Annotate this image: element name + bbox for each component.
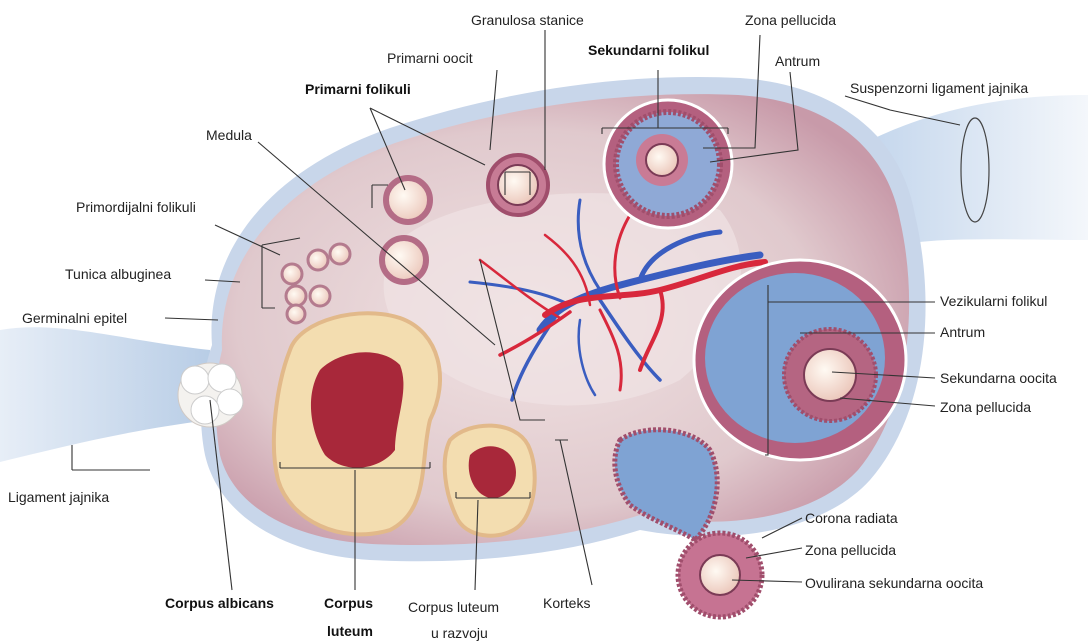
label-tunica-albuginea: Tunica albuginea (65, 266, 171, 282)
label-secondary-follicle: Sekundarni folikul (588, 42, 709, 58)
label-suspensory-ligament: Suspenzorni ligament jajnika (850, 80, 1028, 96)
label-zona-pellucida-right: Zona pellucida (940, 399, 1031, 415)
label-zona-pellucida-bottom: Zona pellucida (805, 542, 896, 558)
label-corpus-luteum-line1: Corpus (324, 595, 373, 611)
label-medulla: Medula (206, 127, 252, 143)
label-vesicular-follicle: Vezikularni folikul (940, 293, 1047, 309)
label-primordial-follicles: Primordijalni folikuli (76, 199, 196, 215)
label-germinal-epithelium: Germinalni epitel (22, 310, 127, 326)
label-zona-pellucida-top: Zona pellucida (745, 12, 836, 28)
secondary-follicle (604, 100, 732, 228)
label-ovulated-oocyte: Ovulirana sekundarna oocita (805, 575, 983, 591)
label-corona-radiata: Corona radiata (805, 510, 898, 526)
label-primary-follicles: Primarni folikuli (305, 81, 411, 97)
corpus-luteum-developing (445, 426, 535, 536)
label-antrum-right: Antrum (940, 324, 985, 340)
label-corpus-albicans: Corpus albicans (165, 595, 274, 611)
label-developing-corpus-luteum-line1: Corpus luteum (408, 599, 499, 615)
label-developing-corpus-luteum-line2: u razvoju (431, 625, 488, 641)
label-cortex: Korteks (543, 595, 590, 611)
corpus-albicans (178, 363, 243, 427)
label-antrum-top: Antrum (775, 53, 820, 69)
label-ovarian-ligament: Ligament jajnika (8, 489, 109, 505)
label-primary-oocyte: Primarni oocit (387, 50, 473, 66)
label-granulosa-cells: Granulosa stanice (471, 12, 584, 28)
label-corpus-luteum-line2: luteum (327, 623, 373, 639)
label-secondary-oocyte: Sekundarna oocita (940, 370, 1057, 386)
corpus-luteum (274, 313, 440, 534)
vesicular-follicle (694, 260, 906, 460)
